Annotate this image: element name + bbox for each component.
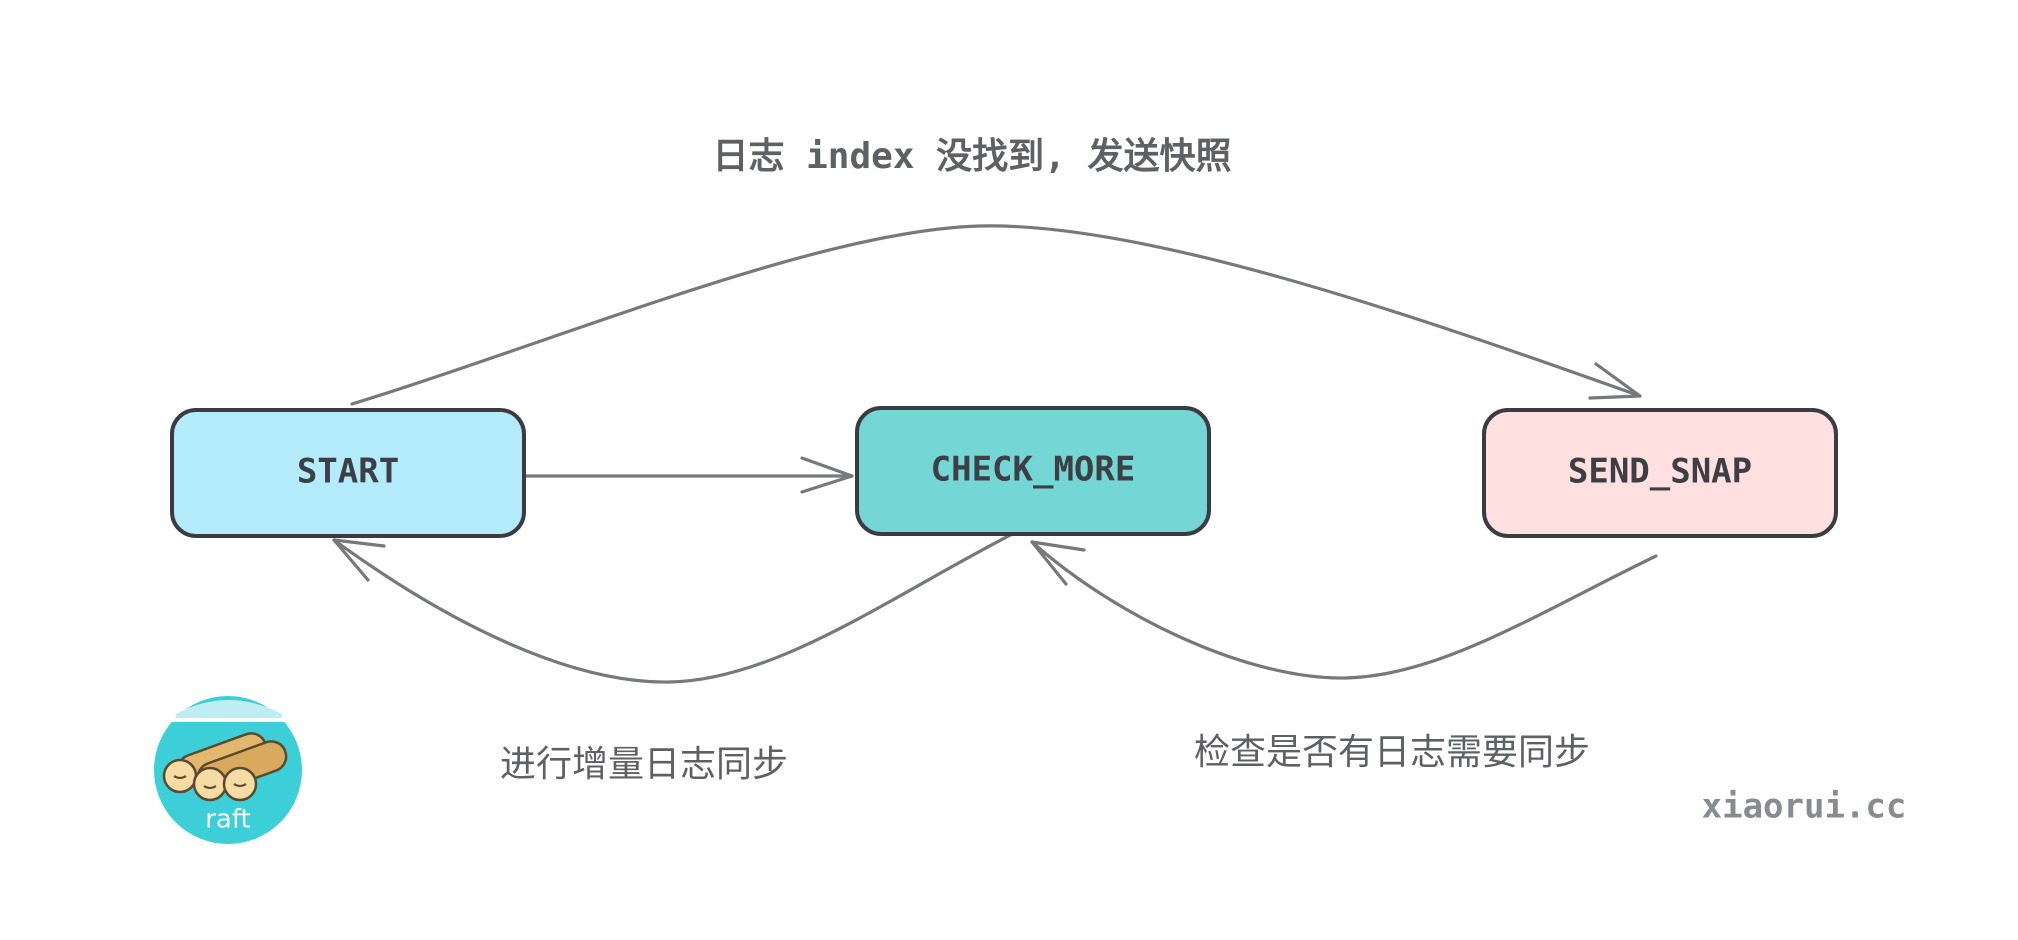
node-check-more-box (855, 406, 1211, 536)
edge-label-start-to-send-snap: 日志 index 没找到, 发送快照 (712, 136, 1231, 177)
arrowhead-icon (332, 538, 386, 582)
node-send-snap-box (1482, 408, 1838, 538)
raft-logo: raft (154, 696, 302, 844)
arrowhead-icon (1030, 540, 1086, 586)
watermark: xiaorui.cc (1702, 787, 1907, 827)
node-check-more-label: CHECK_MORE (931, 450, 1136, 490)
edge-start-to-send-snap (350, 224, 1642, 406)
raft-logo-text: raft (205, 805, 251, 835)
arrowhead-icon (1588, 362, 1642, 400)
edge-label-check-more-to-start: 进行增量日志同步 (500, 744, 788, 785)
node-start: START (170, 408, 526, 538)
node-start-label: START (297, 452, 399, 492)
arrowhead-icon (800, 456, 854, 494)
edge-send-snap-to-check-more (1030, 540, 1658, 680)
node-start-box (170, 408, 526, 538)
node-send-snap-label: SEND_SNAP (1568, 452, 1752, 492)
edge-label-send-snap-to-check-more: 检查是否有日志需要同步 (1194, 732, 1590, 773)
node-send-snap: SEND_SNAP (1482, 408, 1838, 538)
edge-start-to-check-more (522, 456, 854, 494)
edge-check-more-to-start (332, 526, 1026, 684)
node-check-more: CHECK_MORE (855, 406, 1211, 536)
raft-logs-icon (162, 732, 288, 802)
